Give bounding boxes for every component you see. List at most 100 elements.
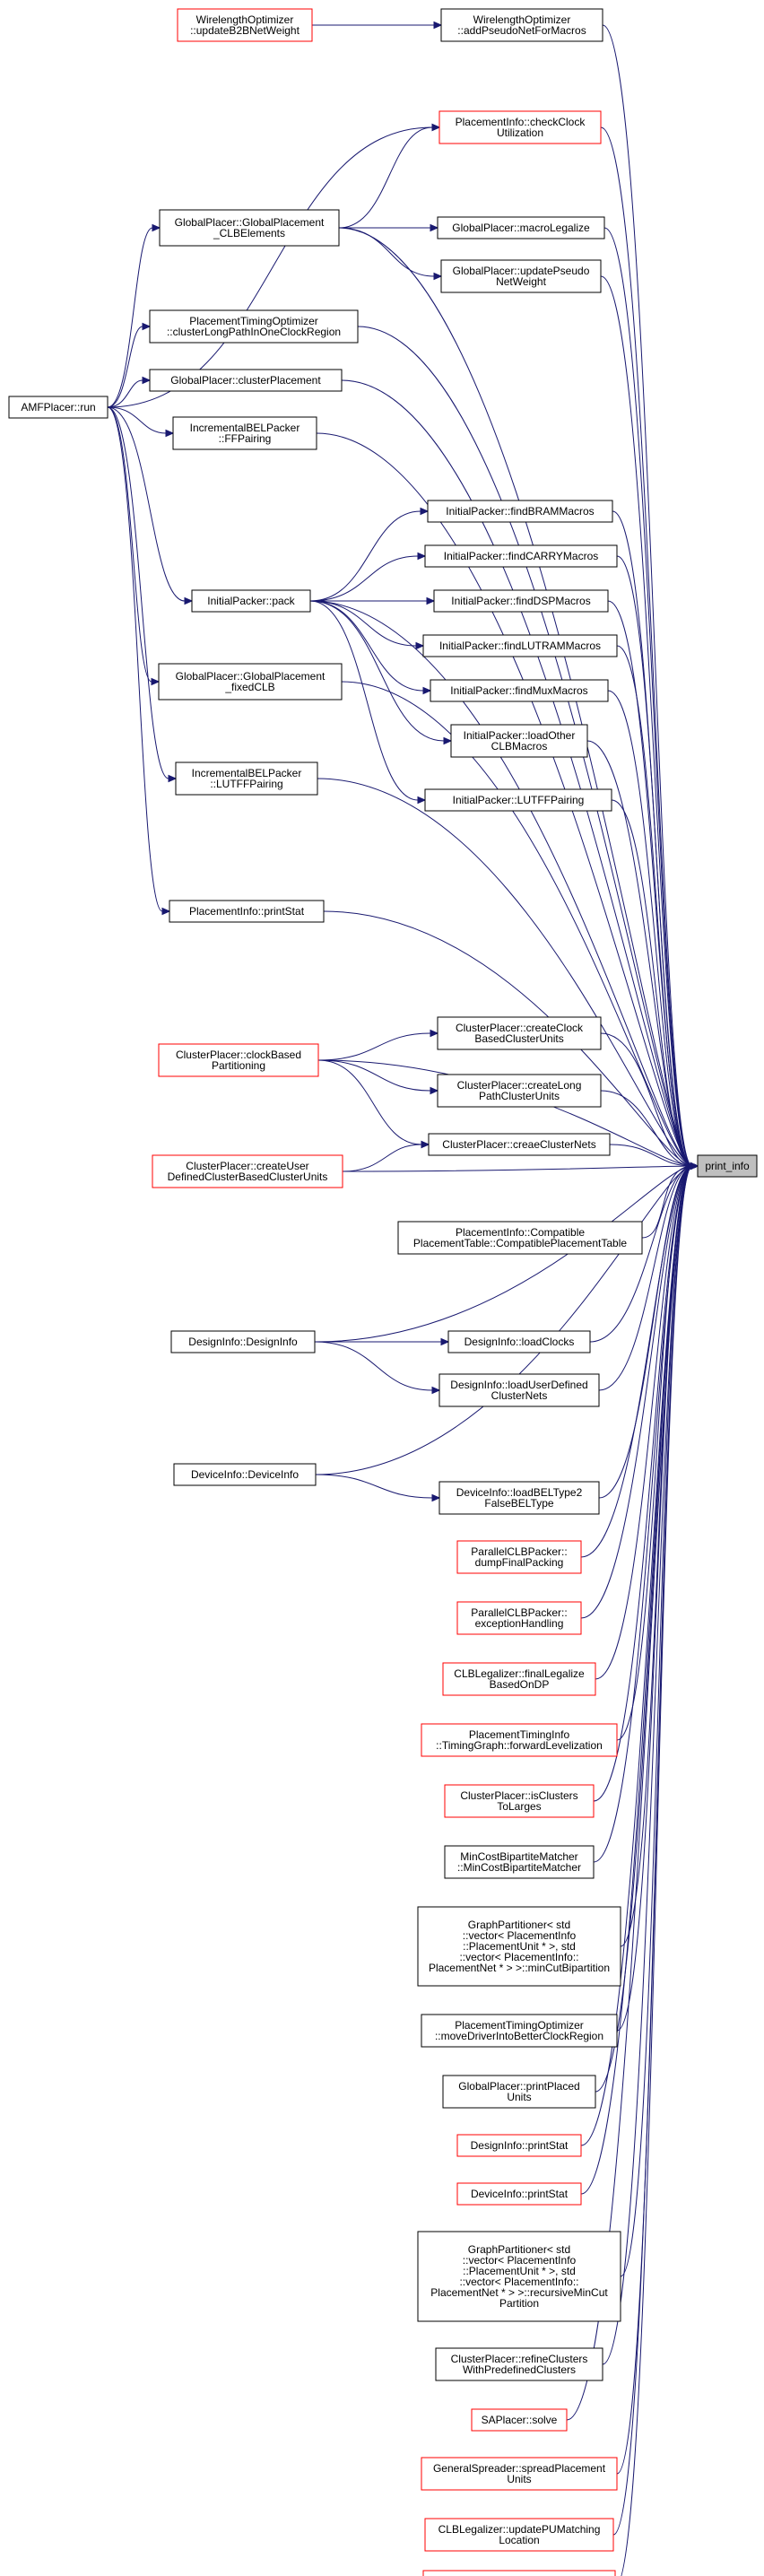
node-pcp-dump[interactable]: ParallelCLBPacker::dumpFinalPacking bbox=[456, 1540, 582, 1574]
node-gp-fixedclb[interactable]: GlobalPlacer::GlobalPlacement_fixedCLB bbox=[158, 663, 343, 701]
edge-amf_run-to-pto_cluster bbox=[107, 322, 152, 408]
node-pcp-exc[interactable]: ParallelCLBPacker::exceptionHandling bbox=[456, 1601, 582, 1635]
node-box bbox=[424, 2518, 614, 2552]
node-box bbox=[421, 2457, 618, 2491]
node-cp-createClock[interactable]: ClusterPlacer::createClockBasedClusterUn… bbox=[437, 1016, 602, 1050]
node-ip-pack[interactable]: InitialPacker::pack bbox=[191, 589, 311, 613]
node-label-line: ClusterNets bbox=[491, 1389, 548, 1402]
node-pi-printStat[interactable]: PlacementInfo::printStat bbox=[169, 900, 325, 923]
node-box bbox=[424, 544, 618, 568]
node-gp-clb[interactable]: GlobalPlacer::GlobalPlacement_CLBElement… bbox=[159, 209, 340, 247]
node-sa-solve[interactable]: SAPlacer::solve bbox=[471, 2408, 568, 2432]
node-label-line: ClusterPlacer::createLong bbox=[457, 1079, 582, 1092]
node-box bbox=[422, 634, 618, 657]
node-label-line: WirelengthOptimizer bbox=[473, 13, 571, 26]
arrowhead bbox=[165, 429, 175, 438]
node-box bbox=[421, 2014, 618, 2048]
node-ibp-lutff[interactable]: IncrementalBELPacker::LUTFFPairing bbox=[175, 761, 318, 796]
node-box bbox=[421, 1723, 618, 1757]
node-dv-printStat[interactable]: DeviceInfo::printStat bbox=[456, 2182, 582, 2206]
node-ip-findBRAM[interactable]: InitialPacker::findBRAMMacros bbox=[427, 500, 613, 523]
node-gpart-mincut[interactable]: GraphPartitioner< std::vector< Placement… bbox=[417, 1906, 621, 1987]
node-di-loadClocks[interactable]: DesignInfo::loadClocks bbox=[447, 1330, 591, 1353]
node-wo-updateB2B[interactable]: WirelengthOptimizer::updateB2BNetWeight bbox=[177, 8, 313, 42]
node-label-line: ::PlacementUnit * >, std bbox=[463, 2265, 576, 2277]
node-label-line: _fixedCLB bbox=[224, 681, 274, 693]
node-box bbox=[456, 1540, 582, 1574]
node-label-line: ::LUTFFPairing bbox=[210, 778, 282, 790]
node-cp-refine[interactable]: ClusterPlacer::refineClustersWithPredefi… bbox=[435, 2347, 603, 2381]
node-pi-compat[interactable]: PlacementInfo::CompatiblePlacementTable:… bbox=[397, 1221, 643, 1255]
node-box bbox=[430, 679, 609, 702]
node-di-printStat[interactable]: DesignInfo::printStat bbox=[456, 2134, 582, 2157]
node-ibp-ffpairing[interactable]: IncrementalBELPacker::FFPairing bbox=[172, 416, 317, 450]
node-pti-forward[interactable]: PlacementTimingInfo::TimingGraph::forwar… bbox=[421, 1723, 618, 1757]
node-box bbox=[428, 1133, 611, 1156]
edge-gp_clb-to-pi_checkClock bbox=[338, 123, 441, 229]
node-cp-createLong[interactable]: ClusterPlacer::createLongPathClusterUnit… bbox=[437, 1074, 602, 1108]
node-pto-move[interactable]: PlacementTimingOptimizer::moveDriverInto… bbox=[421, 2014, 618, 2048]
node-box bbox=[440, 259, 602, 293]
edge-amf_run-to-pi_printStat bbox=[107, 406, 171, 916]
node-wo-addPseudo[interactable]: WirelengthOptimizer::addPseudoNetForMacr… bbox=[440, 8, 603, 42]
edge-cp_createUser-to-print_info bbox=[342, 1162, 699, 1172]
node-gpart-recursive[interactable]: GraphPartitioner< std::vector< Placement… bbox=[417, 2231, 621, 2322]
node-box bbox=[438, 1481, 600, 1515]
edge-ibp_lutff-to-print_info bbox=[317, 778, 699, 1171]
arrowhead bbox=[417, 796, 427, 805]
node-box bbox=[427, 500, 613, 523]
node-box bbox=[172, 416, 317, 450]
node-label-line: ClusterPlacer::createUser bbox=[186, 1160, 308, 1172]
node-amf-run[interactable]: AMFPlacer::run bbox=[8, 396, 109, 419]
edge-amf_run-to-gp_fixedclb bbox=[107, 406, 161, 686]
arrowhead bbox=[433, 272, 443, 281]
node-ip-findMux[interactable]: InitialPacker::findMuxMacros bbox=[430, 679, 609, 702]
node-mcbm[interactable]: MinCostBipartiteMatcher::MinCostBipartit… bbox=[444, 1845, 595, 1879]
node-cp-creaeNets[interactable]: ClusterPlacer::creaeClusterNets bbox=[428, 1133, 611, 1156]
node-label-line: PlacementTable::CompatiblePlacementTable bbox=[413, 1237, 627, 1249]
arrowhead bbox=[151, 677, 161, 686]
node-gp-macroLegalize[interactable]: GlobalPlacer::macroLegalize bbox=[437, 216, 605, 239]
call-edges bbox=[107, 21, 699, 2576]
node-print-info[interactable]: print_info bbox=[697, 1154, 758, 1178]
node-gp-clusterPlacement[interactable]: GlobalPlacer::clusterPlacement bbox=[149, 369, 343, 392]
arrowhead bbox=[431, 123, 441, 132]
node-label-line: WirelengthOptimizer bbox=[196, 13, 294, 26]
node-ip-lutff[interactable]: InitialPacker::LUTFFPairing bbox=[424, 788, 612, 812]
node-label-line: ::vector< PlacementInfo:: bbox=[459, 2276, 578, 2288]
node-box bbox=[152, 1154, 343, 1188]
node-ip-findDSP[interactable]: InitialPacker::findDSPMacros bbox=[433, 589, 609, 613]
node-pto-cluster[interactable]: PlacementTimingOptimizer::clusterLongPat… bbox=[149, 309, 359, 344]
edge-cp_clockBased-to-cp_createClock bbox=[317, 1029, 439, 1061]
arrowhead bbox=[142, 322, 152, 331]
node-box bbox=[149, 309, 359, 344]
node-box bbox=[191, 589, 311, 613]
node-label-line: ToLarges bbox=[497, 1800, 541, 1813]
edge-cp_createUser-to-cp_creaeNets bbox=[342, 1140, 430, 1172]
node-cp-createUser[interactable]: ClusterPlacer::createUserDefinedClusterB… bbox=[152, 1154, 343, 1188]
node-box bbox=[422, 2570, 616, 2576]
node-box bbox=[149, 369, 343, 392]
node-ip-findCARRY[interactable]: InitialPacker::findCARRYMacros bbox=[424, 544, 618, 568]
edge-ip_pack-to-ip_findDSP bbox=[310, 596, 436, 605]
node-dv-deviceInfo[interactable]: DeviceInfo::DeviceInfo bbox=[173, 1463, 317, 1486]
node-di-designInfo[interactable]: DesignInfo::DesignInfo bbox=[170, 1330, 316, 1353]
node-box bbox=[450, 724, 588, 758]
node-label-line: DefinedClusterBasedClusterUnits bbox=[168, 1171, 328, 1183]
node-box bbox=[435, 2347, 603, 2381]
node-ip-findLUTRAM[interactable]: InitialPacker::findLUTRAMMacros bbox=[422, 634, 618, 657]
arrowhead bbox=[430, 223, 439, 232]
